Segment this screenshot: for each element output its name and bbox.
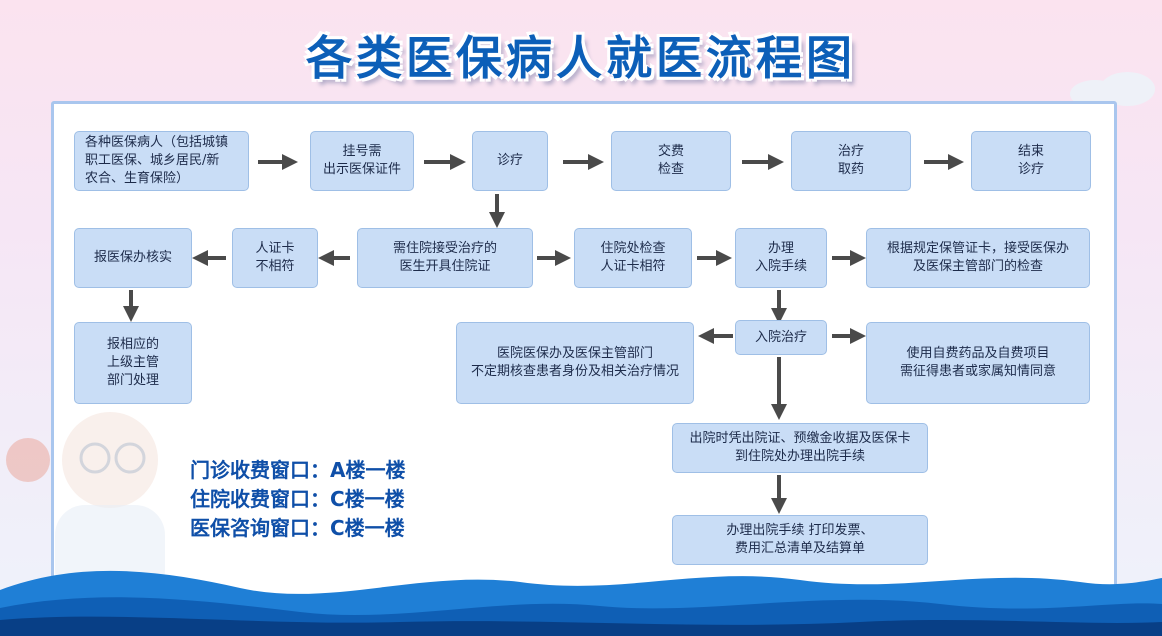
node-report-superior: 报相应的 上级主管 部门处理 (74, 322, 192, 404)
node-admission-procedure: 办理 入院手续 (735, 228, 827, 288)
node-inpatient-treatment: 入院治疗 (735, 320, 827, 355)
node-check-id-card: 住院处检查 人证卡相符 (574, 228, 692, 288)
cloud-decoration (1100, 72, 1155, 106)
node-end-diagnosis: 结束 诊疗 (971, 131, 1091, 191)
node-treatment-medicine: 治疗 取药 (791, 131, 911, 191)
node-discharge-procedure: 办理出院手续 打印发票、 费用汇总清单及结算单 (672, 515, 928, 565)
node-discharge-docs: 出院时凭出院证、预缴金收据及医保卡 到住院处办理出院手续 (672, 423, 928, 473)
window-insurance: 医保咨询窗口：C楼一楼 (190, 516, 405, 540)
wave-decoration (0, 570, 1162, 636)
node-report-verify: 报医保办核实 (74, 228, 192, 288)
window-outpatient: 门诊收费窗口：A楼一楼 (190, 458, 406, 482)
page-title: 各类医保病人就医流程图 (306, 31, 856, 85)
node-need-hospitalization: 需住院接受治疗的 医生开具住院证 (357, 228, 533, 288)
node-card-inspection: 根据规定保管证卡，接受医保办 及医保主管部门的检查 (866, 228, 1090, 288)
node-patients: 各种医保病人（包括城镇 职工医保、城乡居民/新 农合、生育保险） (74, 131, 249, 191)
node-id-mismatch: 人证卡 不相符 (232, 228, 318, 288)
node-register: 挂号需 出示医保证件 (310, 131, 414, 191)
node-hospital-audit: 医院医保办及医保主管部门 不定期核查患者身份及相关治疗情况 (456, 322, 694, 404)
window-inpatient: 住院收费窗口：C楼一楼 (190, 487, 405, 511)
service-windows: 门诊收费窗口：A楼一楼 住院收费窗口：C楼一楼 医保咨询窗口：C楼一楼 (190, 456, 405, 543)
node-payment-exam: 交费 检查 (611, 131, 731, 191)
node-self-pay-consent: 使用自费药品及自费项目 需征得患者或家属知情同意 (866, 322, 1090, 404)
node-diagnosis: 诊疗 (472, 131, 548, 191)
